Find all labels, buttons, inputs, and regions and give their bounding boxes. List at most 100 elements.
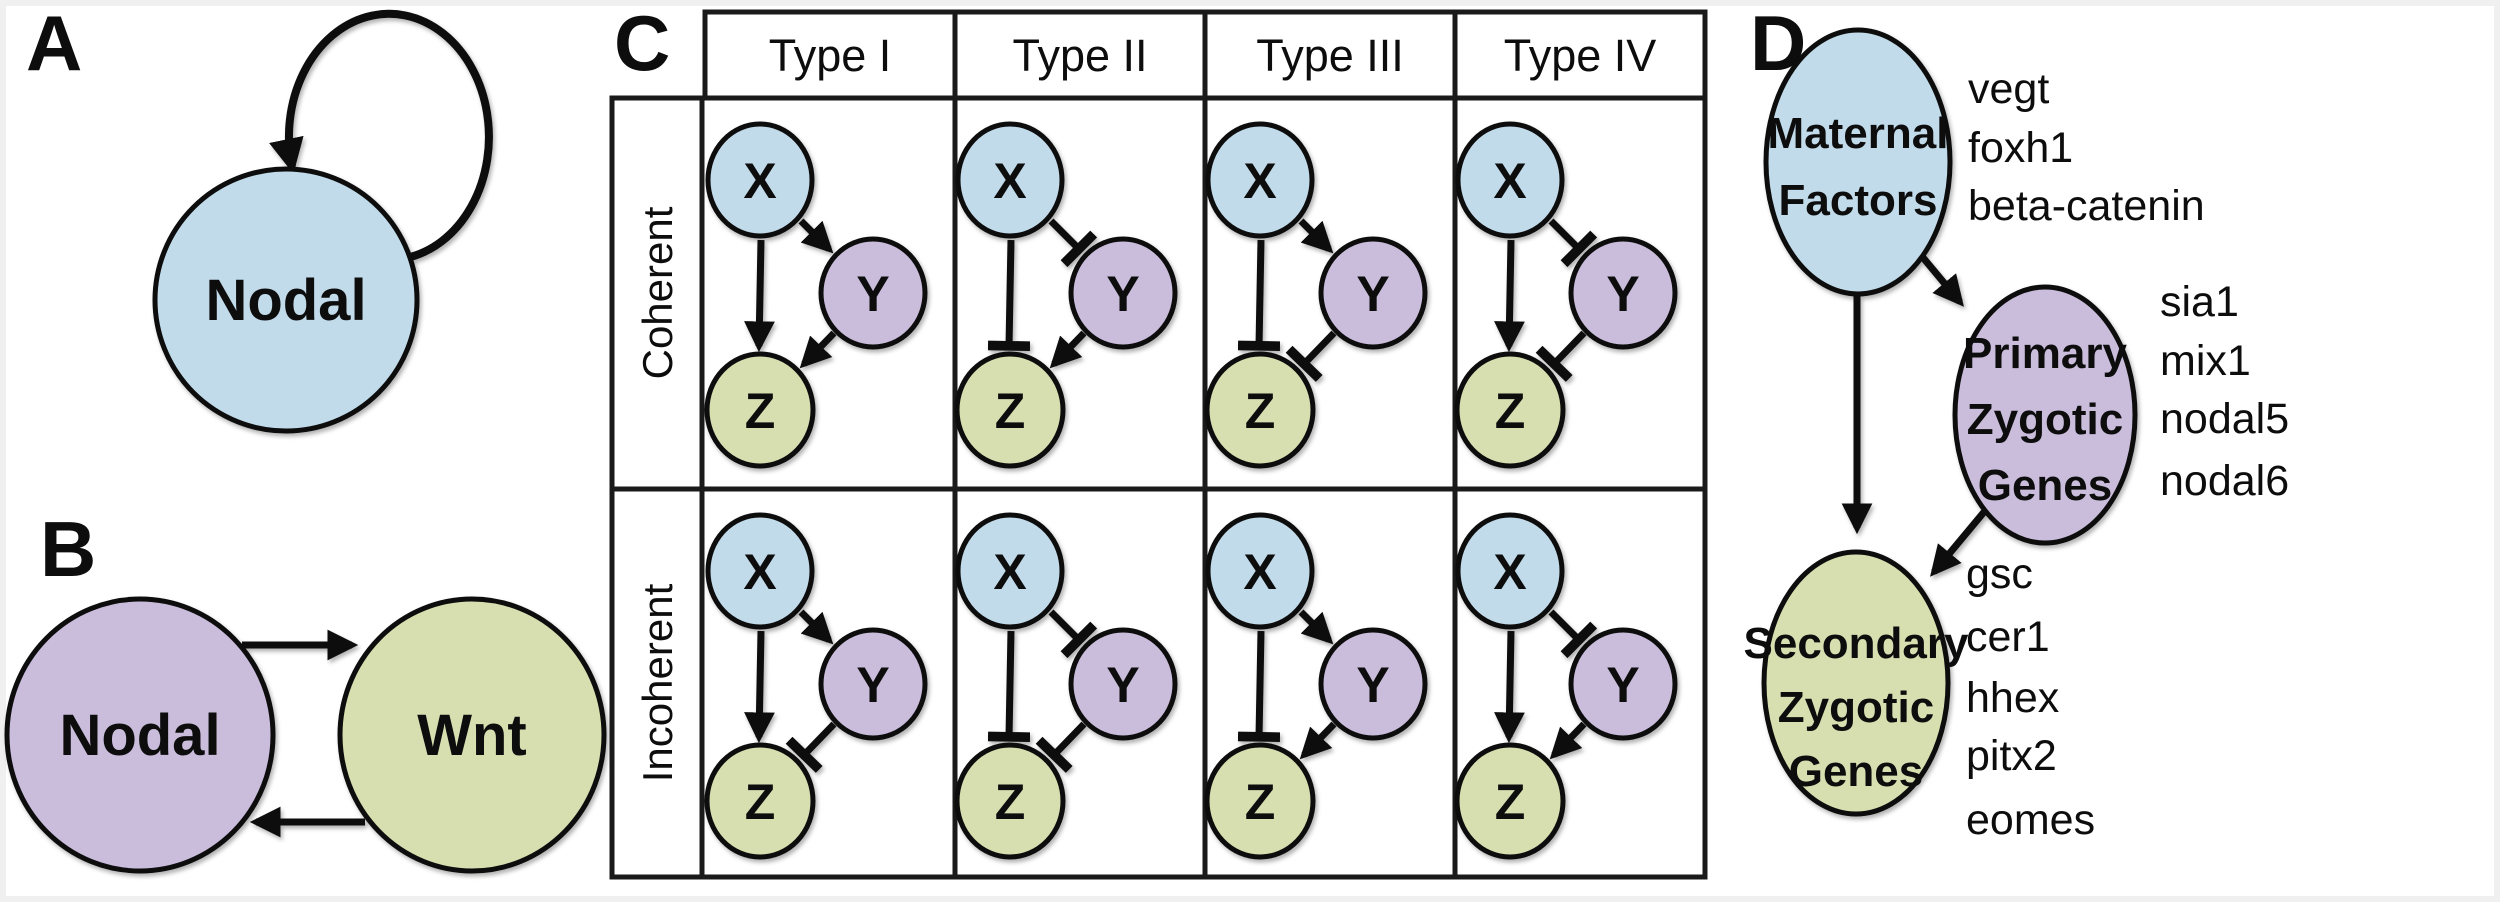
motif-edge-xz-arrow [744, 239, 775, 353]
gene-label: sia1 [2160, 278, 2239, 326]
motif-node-label-z: Z [1495, 774, 1526, 830]
motif-node-z [1204, 351, 1316, 469]
motif-edge-xz-arrow [744, 630, 775, 744]
motif-node-y [818, 627, 928, 741]
motif-node-label-y: Y [1606, 266, 1639, 322]
motif-node-y [1068, 627, 1178, 741]
motif-node-z [954, 742, 1066, 860]
primary-label-line1: Primary [1963, 329, 2127, 378]
motif-node-x [955, 121, 1065, 239]
motif-node-y [1568, 627, 1678, 741]
motif-edge-yz-arrow [799, 330, 837, 369]
panel-b-letter: B [40, 505, 96, 593]
ffl-motif-incoherent-type-i: X Y Z [704, 512, 928, 860]
motif-node-label-y: Y [1106, 266, 1139, 322]
primary-label-line2: Zygotic [1967, 395, 2123, 444]
gene-label: gsc [1966, 550, 2033, 598]
motif-edge-yz-arrow [1049, 330, 1087, 369]
motif-edge-xy-tee [1548, 218, 1598, 268]
maternal-label-line2: Factors [1779, 176, 1938, 225]
column-header-type-1: Type I [769, 30, 892, 81]
motif-node-x [1455, 121, 1565, 239]
gene-label: eomes [1966, 796, 2095, 844]
motif-node-label-z: Z [1495, 383, 1526, 439]
motif-edge-yz-arrow [1299, 721, 1337, 760]
motif-edge-xz-tee [987, 239, 1031, 352]
motif-node-x [1455, 512, 1565, 630]
ffl-motif-incoherent-type-ii: XYZ [954, 512, 1178, 860]
motif-node-y [1318, 627, 1428, 741]
motif-edge-yz-arrow [1549, 721, 1587, 760]
motif-node-label-x: X [993, 153, 1026, 209]
motif-node-label-z: Z [995, 774, 1026, 830]
column-header-type-2: Type II [1012, 30, 1147, 81]
motif-node-z [954, 351, 1066, 469]
panel-a: A Nodal [26, 0, 493, 434]
motif-edge-xz-tee [1237, 630, 1281, 743]
motif-node-label-x: X [1243, 544, 1276, 600]
motif-node-label-z: Z [995, 383, 1026, 439]
motif-node-label-z: Z [1245, 774, 1276, 830]
ffl-motif-coherent-type-iii: X Y Z [1204, 121, 1428, 469]
motif-node-x [1205, 512, 1315, 630]
ffl-motif-incoherent-type-iii: X Y Z [1204, 512, 1428, 860]
motif-node-z [704, 742, 816, 860]
motif-table-grid [609, 9, 1708, 880]
motif-node-z [1454, 351, 1566, 469]
motif-node-label-x: X [1493, 153, 1526, 209]
motif-node-z [1204, 742, 1316, 860]
motif-node-label-z: Z [745, 774, 776, 830]
motif-node-y [1318, 236, 1428, 350]
nodal-node-label: Nodal [205, 268, 366, 333]
motif-node-label-x: X [743, 153, 776, 209]
motif-edge-xy-arrow [798, 218, 834, 254]
ffl-motif-incoherent-type-iv: XYZ [1454, 512, 1678, 860]
motif-node-label-y: Y [856, 266, 889, 322]
motif-edge-yz-tee [1535, 330, 1587, 382]
motif-node-label-x: X [1243, 153, 1276, 209]
motif-node-x [705, 512, 815, 630]
motif-node-y [818, 236, 928, 350]
motif-node-label-x: X [743, 544, 776, 600]
nodal-node-b [4, 596, 276, 874]
gene-label: cer1 [1966, 613, 2050, 661]
motif-edge-xz-tee [987, 630, 1031, 743]
primary-to-secondary-arrow [1930, 509, 1987, 577]
row-label-incoherent: Incoherent [634, 583, 681, 782]
motif-edge-xy-arrow [798, 609, 834, 645]
column-header-type-3: Type III [1256, 30, 1404, 81]
panel-a-letter: A [26, 0, 82, 87]
maternal-label-line1: Maternal [1768, 109, 1949, 158]
motif-node-label-y: Y [856, 657, 889, 713]
motif-node-label-z: Z [1245, 383, 1276, 439]
nodal-node [152, 166, 420, 434]
motif-node-label-y: Y [1356, 266, 1389, 322]
motif-edge-xy-tee [1048, 218, 1098, 268]
ffl-motif-coherent-type-iv: X Y Z [1454, 121, 1678, 469]
motif-node-x [705, 121, 815, 239]
secondary-label-line1: Secondary [1744, 619, 1970, 668]
gene-label: nodal6 [2160, 457, 2289, 505]
secondary-zygotic-node [1761, 549, 1951, 817]
ffl-motif-coherent-type-ii: X Y Z [954, 121, 1178, 469]
motif-edge-yz-tee [1285, 330, 1337, 382]
motif-edge-yz-tee [785, 721, 837, 773]
motif-edge-xy-arrow [1298, 218, 1334, 254]
wnt-node [337, 596, 607, 874]
maternal-factors-node [1763, 27, 1953, 297]
motif-edge-xy-tee [1048, 609, 1098, 659]
column-header-type-4: Type IV [1504, 30, 1657, 81]
motif-node-label-y: Y [1606, 657, 1639, 713]
motif-node-label-y: Y [1106, 657, 1139, 713]
row-label-coherent: Coherent [634, 206, 681, 379]
gene-label: vegt [1968, 65, 2049, 113]
motif-edge-xz-arrow [1494, 239, 1525, 353]
ffl-motif-coherent-type-i: XYZ [704, 121, 928, 469]
maternal-to-primary-arrow [1917, 251, 1964, 307]
motif-edge-xy-tee [1548, 609, 1598, 659]
motif-node-label-y: Y [1356, 657, 1389, 713]
gene-label: nodal5 [2160, 395, 2289, 443]
